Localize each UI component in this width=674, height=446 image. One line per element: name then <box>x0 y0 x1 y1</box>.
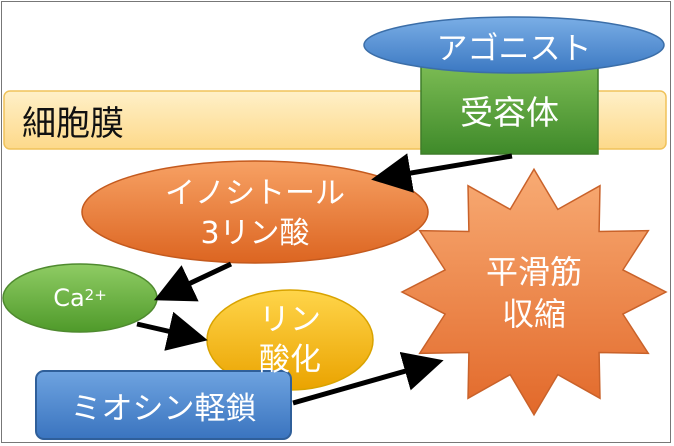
receptor-box <box>420 63 599 155</box>
agonist-ellipse <box>363 16 665 74</box>
arrow-calcium-to-phosphorylation <box>136 311 208 351</box>
ip3-ellipse <box>81 160 429 264</box>
arrow-myosin-to-contraction <box>292 351 444 406</box>
myosin-box <box>35 370 292 440</box>
calcium-ellipse <box>2 263 158 333</box>
contraction-star <box>400 167 668 417</box>
arrow-ip3-to-calcium <box>153 261 233 302</box>
arrow-receptor-to-ip3 <box>371 153 513 193</box>
